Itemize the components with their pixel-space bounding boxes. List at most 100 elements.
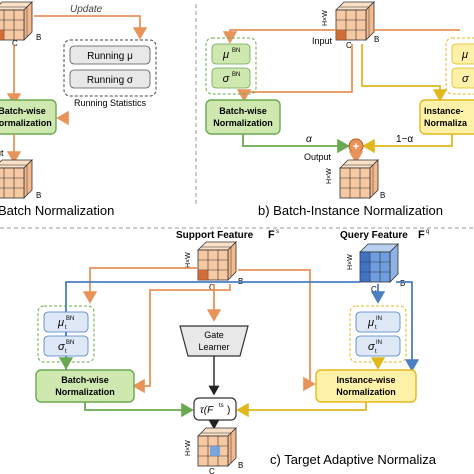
panel-c-gate-line2: Learner [198,342,229,352]
panel-b-output-b: B [380,191,385,200]
panel-c-sigma-bn-sup: BN [66,340,74,346]
panel-c-support-c: C [209,283,215,292]
panel-c-mu-bn-sup: BN [66,316,74,322]
panel-b-mu-in-box [451,43,474,65]
panel-a: C B Update Running μ Running σ Running S… [0,1,157,218]
panel-c-query-c: C [371,285,377,294]
panel-c-mu-bn: μ [57,317,64,329]
panel-a-output-cube [0,159,33,199]
panel-c-mu-in-sub: t [375,325,377,331]
panel-b-mu-in: μ [461,49,468,61]
panel-c-support-to-bn-stats [82,267,198,304]
panel-c-support-sup: s [276,229,279,235]
panel-c-query-cube [359,243,399,283]
panel-c-mu-bn-box [43,311,89,333]
panel-b-caption: b) Batch-Instance Normalization [258,203,443,218]
panel-a-bn-line1: Batch-wise [0,106,46,116]
panel-c-query-b: B [400,279,405,288]
panel-c-mu-in: μ [367,317,374,329]
panel-c-mu-in-box [355,311,401,333]
panel-a-update-arrow [34,15,148,40]
panel-b-arrow-to-in [361,44,448,102]
panel-a-bn-box [0,99,57,135]
panel-c-mu-bn-sub: t [65,325,67,331]
panel-b-mu-bn-sup: BN [232,48,240,54]
panel-b-sigma-in-box [451,67,474,89]
panel-a-bn-line2: Normalization [0,118,52,128]
panel-c-sigma-bn-sub: t [65,349,67,355]
panel-c-bn-line2: Normalization [55,387,115,397]
panel-b-sigma-in: σ [462,73,469,85]
panel-b-arrow-to-bn [236,44,353,102]
panel-b-sigma-bn-box [211,67,251,89]
panel-c-caption: c) Target Adaptive Normaliza [270,452,437,467]
panel-c-sigma-in-sup: IN [376,340,382,346]
panel-b-bn-line2: Normalization [213,118,273,128]
panel-b-input-c: C [346,41,352,50]
panel-b-input-label: Input [312,36,333,46]
panel-b-in-box [419,99,474,135]
panel-b-input-b: B [374,35,379,44]
panel-a-update-label: Update [70,4,103,15]
panel-a-running-mu-box [69,45,151,65]
panel-b-output-cube [339,159,379,199]
panel-c: Support Feature F s Query Feature F q H×… [35,229,437,474]
panel-b-plus: + [353,141,359,153]
panel-a-output-label: ut [0,148,4,158]
panel-c-query-F: F [418,229,425,241]
panel-b-output-label: Output [304,152,332,162]
panel-c-query-sup: q [426,229,429,235]
panel-c-output-hw: H×W [185,440,192,456]
panel-c-gate-line1: Gate [204,330,224,340]
panel-c-support-to-bn [132,284,231,394]
panel-c-support-to-in [238,269,316,392]
panel-b-in-line1: Instance- [424,106,464,116]
panel-c-output-b: B [238,461,243,470]
panel-a-input-cube [0,1,33,41]
panel-b-alpha: α [306,134,312,145]
panel-c-in-line1: Instance-wise [336,375,395,385]
panel-c-gate-learner [179,325,249,357]
panel-b-mu-bn-box [211,43,251,65]
panel-c-in-line2: Normalization [336,387,396,397]
panel-c-query-label: Query Feature [340,230,408,241]
panel-a-running-statistics-label: Running Statistics [74,98,147,108]
panel-a-caption: Batch Normalization [0,203,114,218]
panel-c-mu-in-sup: IN [376,316,382,322]
panel-b-input-hw: H×W [322,10,329,26]
panel-a-running-mu: Running μ [87,51,133,62]
panel-c-tau-close: ) [227,405,230,416]
panel-a-cube-c: C [12,39,18,48]
panel-c-in-to-tau [236,402,367,418]
panel-a-out-cube-b: B [36,191,41,200]
panel-b: H×W C B Input μ BN σ BN μ σ Batch-wise N… [205,1,474,218]
panel-c-bn-stats-box [37,305,95,363]
panel-c-support-hw: H×W [185,252,192,268]
panel-b-one-minus-alpha: 1−α [396,134,413,145]
panel-c-support-F: F [268,229,275,241]
panel-c-tau-sup: ts [219,403,224,409]
panel-c-query-to-in [396,281,420,372]
panel-b-in-line2: Normaliza [424,118,468,128]
panel-b-sigma-bn-sup: BN [232,72,240,78]
panel-b-sigma-bn: σ [223,73,230,85]
panel-a-running-sigma: Running σ [87,75,134,86]
panel-c-tau: τ(F [200,405,214,416]
panel-c-sigma-in: σ [368,341,375,353]
panel-c-output-c: C [209,467,215,474]
panel-b-alpha-arrow [242,134,350,154]
panel-b-bn-line1: Batch-wise [219,106,267,116]
panel-c-sigma-in-box [355,335,401,357]
panel-c-sigma-in-sub: t [375,349,377,355]
panel-c-sigma-bn: σ [58,341,65,353]
panel-c-support-label: Support Feature [176,230,254,241]
panel-c-query-hw: H×W [347,254,354,270]
panel-b-mu-bn: μ [222,49,229,61]
panel-c-bn-line1: Batch-wise [61,375,109,385]
panel-b-one-minus-alpha-arrow [362,134,453,154]
panel-a-cube-b: B [36,33,41,42]
panel-c-in-stats-box [349,305,407,363]
panel-c-sigma-bn-box [43,335,89,357]
panel-c-bn-to-tau [84,402,194,418]
